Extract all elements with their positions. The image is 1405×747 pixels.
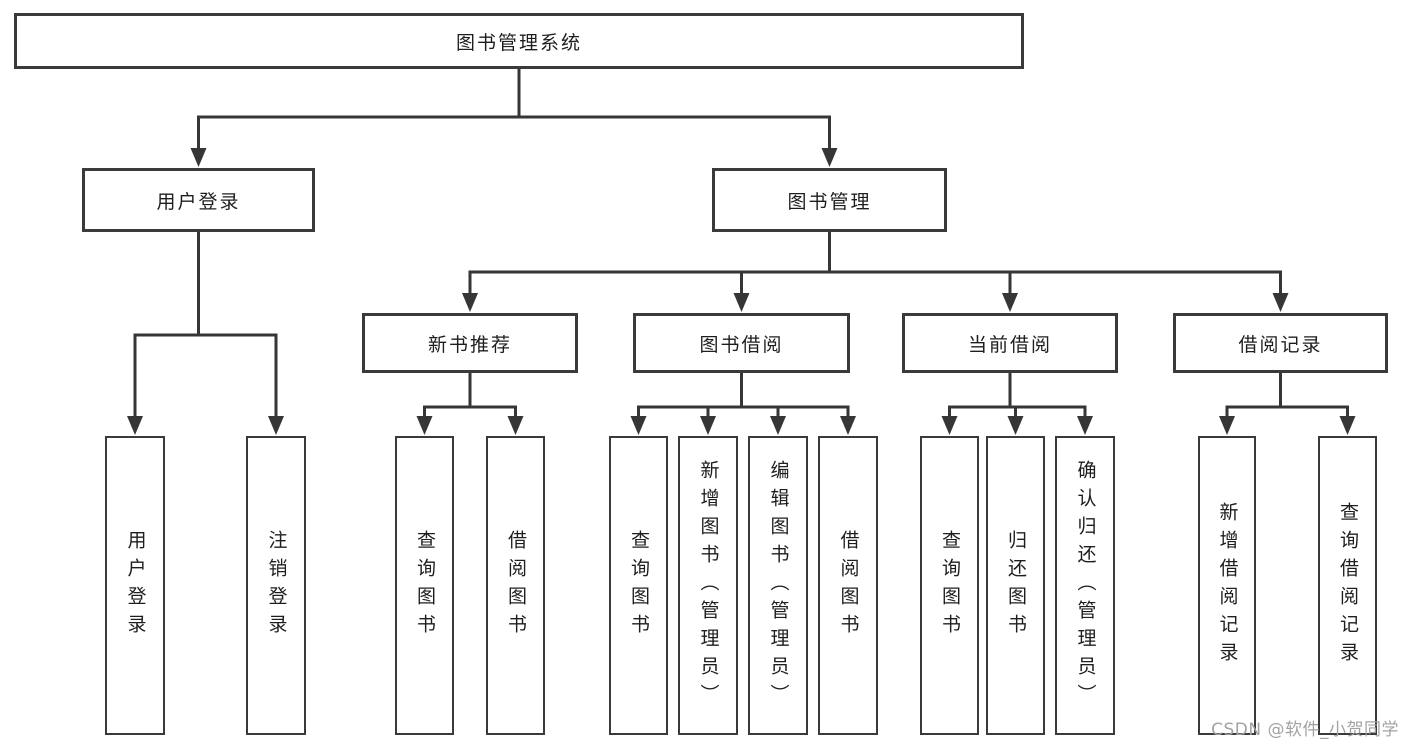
node-leaf-query-book-2: 查询图书 (609, 436, 668, 735)
arrowhead-icon (733, 293, 750, 312)
node-label-leaf-borrow-book-1: 借阅图书 (505, 529, 527, 642)
arrowhead-icon (1219, 416, 1235, 435)
arrowhead-icon (190, 148, 207, 167)
node-label-leaf-query-book-1: 查询图书 (414, 529, 436, 642)
arrowhead-icon (700, 416, 716, 435)
node-label-leaf-query-book-3: 查询图书 (939, 529, 961, 642)
node-leaf-add-book: 新增图书（管理员） (678, 436, 738, 735)
node-label-leaf-query-book-2: 查询图书 (628, 529, 650, 642)
node-leaf-confirm-return: 确认归还（管理员） (1055, 436, 1115, 735)
arrowhead-icon (840, 416, 856, 435)
arrowhead-icon (941, 416, 958, 435)
arrowhead-icon (1339, 416, 1356, 435)
node-leaf-return-book: 归还图书 (986, 436, 1045, 735)
arrowhead-icon (127, 416, 143, 435)
node-label-leaf-logout: 注销登录 (265, 529, 288, 642)
node-leaf-query-book-3: 查询图书 (920, 436, 979, 735)
node-book-mgmt: 图书管理 (712, 168, 947, 232)
node-label-leaf-add-book: 新增图书（管理员） (697, 459, 720, 712)
node-label-leaf-add-record: 新增借阅记录 (1216, 501, 1239, 670)
node-leaf-logout: 注销登录 (246, 436, 306, 735)
node-current-borrow: 当前借阅 (902, 313, 1118, 373)
node-borrow-records: 借阅记录 (1173, 313, 1388, 373)
arrowhead-icon (821, 148, 838, 167)
node-label-book-mgmt: 图书管理 (787, 190, 872, 213)
node-leaf-query-book-1: 查询图书 (395, 436, 454, 735)
node-label-borrow-records: 借阅记录 (1238, 333, 1323, 356)
arrowhead-icon (1077, 416, 1093, 435)
arrowhead-icon (462, 293, 478, 312)
node-label-current-borrow: 当前借阅 (967, 333, 1052, 356)
arrowhead-icon (416, 416, 433, 435)
arrowhead-icon (1272, 293, 1289, 312)
node-label-leaf-edit-book: 编辑图书（管理员） (767, 459, 790, 712)
node-book-borrow: 图书借阅 (633, 313, 850, 373)
node-leaf-borrow-book-1: 借阅图书 (486, 436, 545, 735)
arrowhead-icon (770, 416, 786, 435)
node-label-leaf-return-book: 归还图书 (1005, 529, 1027, 642)
arrowhead-icon (1007, 416, 1024, 435)
node-root: 图书管理系统 (14, 13, 1024, 69)
arrowhead-icon (630, 416, 647, 435)
node-label-root: 图书管理系统 (455, 31, 582, 54)
node-label-user-login: 用户登录 (156, 190, 241, 213)
arrowhead-icon (507, 416, 524, 435)
node-leaf-edit-book: 编辑图书（管理员） (748, 436, 808, 735)
node-user-login: 用户登录 (82, 168, 315, 232)
watermark: CSDN @软件_小贺同学 (1211, 720, 1399, 740)
node-label-leaf-borrow-book-2: 借阅图书 (837, 529, 860, 642)
node-label-book-borrow: 图书借阅 (699, 333, 784, 356)
arrowhead-icon (1002, 293, 1018, 312)
node-new-book-rec: 新书推荐 (362, 313, 578, 373)
node-leaf-borrow-book-2: 借阅图书 (818, 436, 878, 735)
node-label-leaf-query-record: 查询借阅记录 (1337, 501, 1359, 670)
node-label-leaf-confirm-return: 确认归还（管理员） (1074, 459, 1097, 712)
node-label-leaf-user-login: 用户登录 (124, 529, 147, 642)
node-leaf-query-record: 查询借阅记录 (1318, 436, 1377, 735)
node-leaf-user-login: 用户登录 (105, 436, 165, 735)
arrowhead-icon (268, 416, 284, 435)
node-label-new-book-rec: 新书推荐 (427, 333, 512, 356)
node-leaf-add-record: 新增借阅记录 (1198, 436, 1256, 735)
